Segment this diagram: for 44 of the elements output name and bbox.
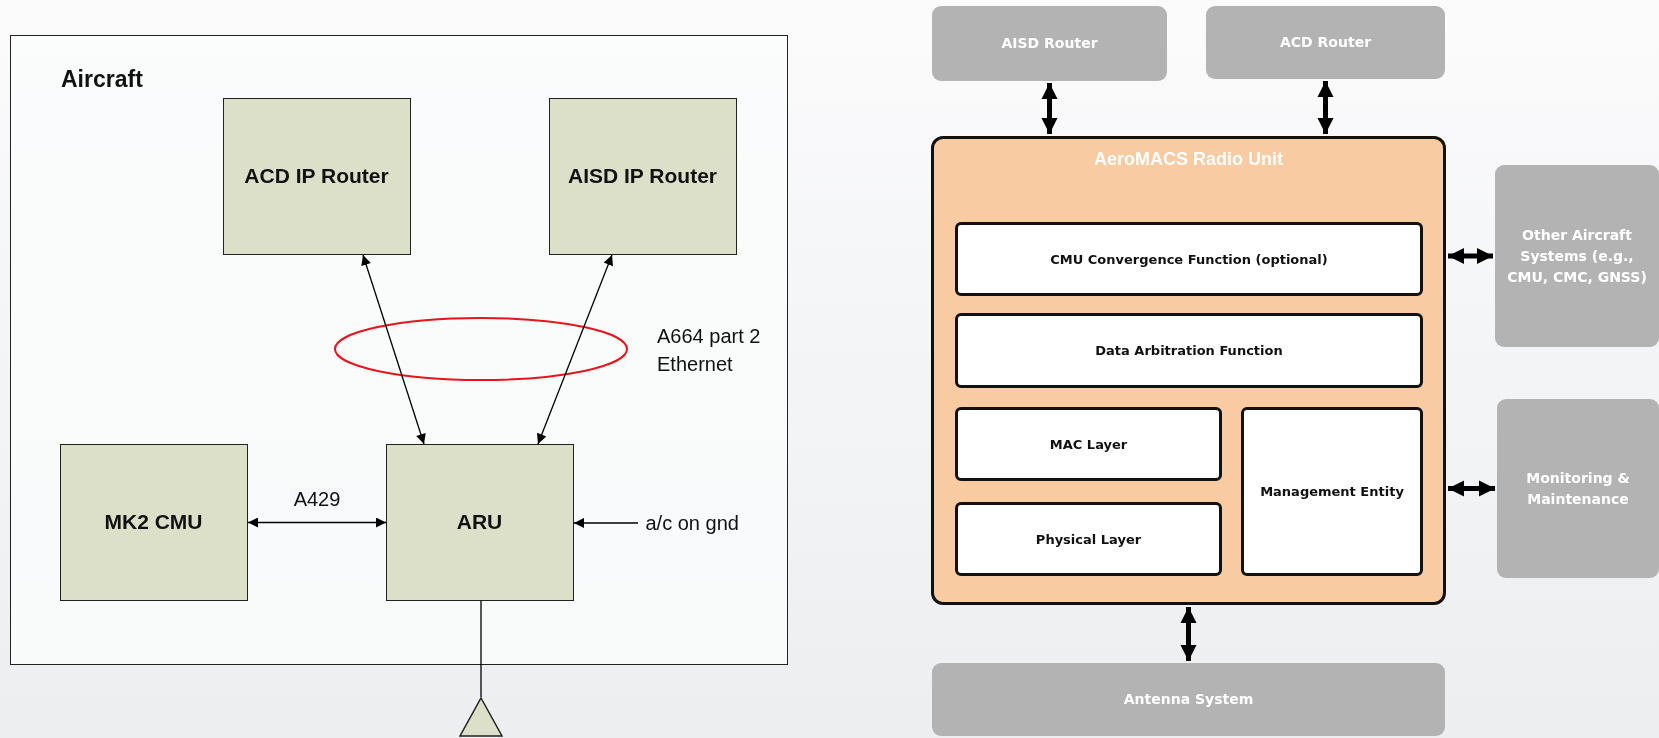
box-label: ARU (456, 509, 503, 536)
box-label: Physical Layer (1035, 531, 1142, 547)
external-system-box (1206, 6, 1445, 79)
arrow (1180, 607, 1197, 661)
arrow (1448, 248, 1493, 264)
unit-box (59, 443, 248, 601)
external-system-box (932, 6, 1167, 81)
box-label: Monitoring & Maintenance (1525, 468, 1631, 509)
arrow (247, 517, 387, 528)
box-label: Data Arbitration Function (1095, 343, 1283, 358)
box-label: ACD IP Router (244, 163, 389, 190)
function-box (955, 313, 1423, 388)
arrow (537, 254, 613, 445)
box-label: Management Entity (1260, 484, 1404, 499)
unit-title: AeroMACS Radio Unit (1093, 149, 1284, 170)
box-label: MK2 CMU (104, 509, 203, 536)
unit-box (385, 443, 574, 601)
box-label: CMU Convergence Function (optional) (1050, 251, 1328, 267)
function-box (955, 222, 1423, 296)
box-label: MAC Layer (1049, 436, 1128, 452)
function-box (955, 407, 1222, 481)
arrow (1317, 81, 1334, 134)
box-label: AISD IP Router (568, 163, 717, 190)
box-label: AISD Router (1001, 34, 1098, 53)
box-label: ACD Router (1279, 33, 1372, 52)
interface-note: A664 part 2 Ethernet (657, 324, 762, 377)
radio-unit-box (931, 136, 1446, 605)
arrow (361, 254, 426, 445)
function-box (1241, 407, 1423, 576)
arrow (1448, 480, 1495, 497)
function-box (955, 502, 1222, 576)
arrow (573, 518, 639, 528)
signal-label: a/c on gnd (645, 510, 739, 536)
external-system-box (1495, 165, 1659, 347)
box-label: Other Aircraft Systems (e.g., CMU, CMC, GNSS) (1506, 225, 1648, 287)
external-system-box (1497, 399, 1659, 578)
unit-box (548, 97, 737, 255)
box-label: Antenna System (1123, 690, 1254, 709)
frame-title: Aircraft (61, 66, 143, 93)
edge-label: A429 (290, 487, 344, 510)
external-system-box (932, 663, 1445, 736)
unit-box (222, 97, 411, 255)
aircraft-frame (10, 35, 788, 665)
arrow (1041, 83, 1058, 134)
